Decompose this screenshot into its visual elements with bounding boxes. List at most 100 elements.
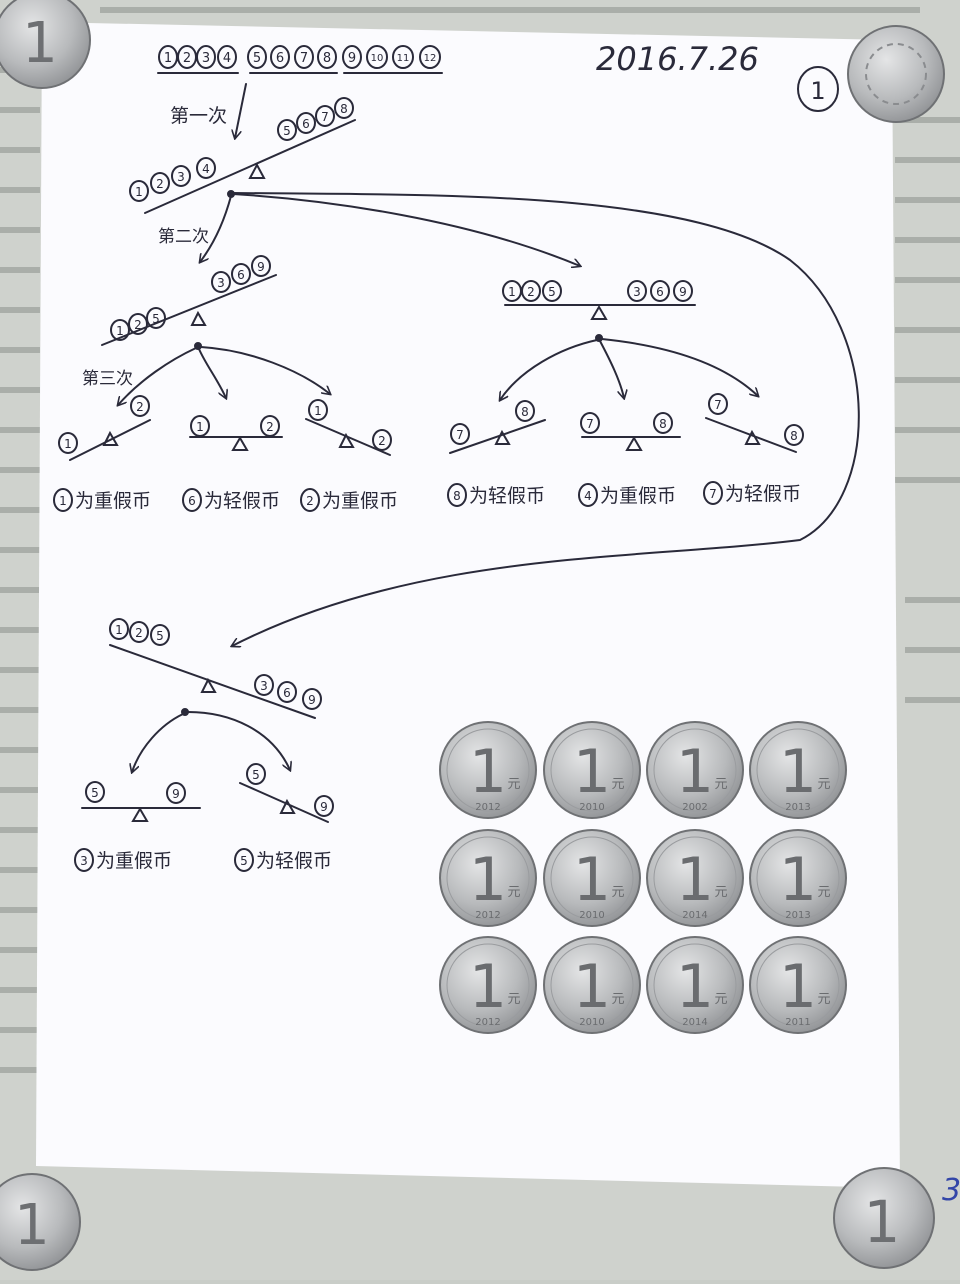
coin-number: 1 xyxy=(196,420,204,434)
coin-year: 2013 xyxy=(785,802,810,813)
coin-circle xyxy=(342,45,362,69)
coin-circle xyxy=(270,45,290,69)
coin-circle xyxy=(196,45,216,69)
corner-coin-bottom-right: 1 xyxy=(833,1167,935,1269)
coin-denomination: 1 xyxy=(573,845,611,915)
coin-body xyxy=(646,936,744,1034)
coin-number: 6 xyxy=(656,285,664,299)
coin-number: 9 xyxy=(320,800,328,814)
coin-number: 1 xyxy=(164,51,172,66)
coin-number: 9 xyxy=(308,693,316,707)
balance-fulcrum xyxy=(102,430,119,446)
trial-scale-5: 7 8 xyxy=(580,412,681,451)
trial-scale-6: 7 8 xyxy=(705,393,804,453)
coin-body xyxy=(439,829,537,927)
coin-circle xyxy=(217,45,237,69)
scale-step1: 1 2 3 4 5 6 7 8 xyxy=(129,97,356,214)
coin-number: 4 xyxy=(202,162,210,176)
coin-denomination: 1 xyxy=(469,845,507,915)
coin-year: 2010 xyxy=(579,1017,604,1028)
coin-denomination: 1 xyxy=(779,737,817,807)
coin-unit: 元 xyxy=(611,777,624,792)
coin-year: 2012 xyxy=(475,910,500,921)
corner-coin-top-left: 1 xyxy=(0,0,91,89)
result-coin: 1 xyxy=(59,494,67,508)
coin-number: 3 xyxy=(177,170,185,184)
coin-denomination: 1 xyxy=(676,952,714,1022)
corner-coin-top-right xyxy=(847,25,945,123)
coin-rim xyxy=(653,836,737,920)
coin-number: 2 xyxy=(135,626,143,640)
page-number-circle xyxy=(797,66,839,112)
coin-number: 8 xyxy=(521,405,529,419)
coin-number: 7 xyxy=(321,110,329,124)
coin-number: 6 xyxy=(302,117,310,131)
arrow-to-trial6 xyxy=(601,338,758,396)
balance-fulcrum xyxy=(231,436,249,451)
balance-fulcrum xyxy=(625,436,643,451)
coin-number: 2 xyxy=(266,420,274,434)
coin-number: 1 xyxy=(508,285,516,299)
coin-rim xyxy=(756,728,840,812)
coin-body xyxy=(543,829,641,927)
balance-beam xyxy=(69,419,151,461)
coin-number: 2 xyxy=(527,285,535,299)
arrow-to-trial4 xyxy=(500,339,598,400)
result-coin: 8 xyxy=(453,489,461,503)
scale-step2b: 1 2 5 3 6 9 xyxy=(502,280,696,320)
coin-number: 4 xyxy=(223,51,231,66)
coin-number: 1 xyxy=(116,324,124,338)
result-1: 1 为重假币 xyxy=(53,488,151,512)
coin-number: 1 xyxy=(314,404,322,418)
coin-rim xyxy=(653,943,737,1027)
result-7: 3 为重假币 xyxy=(74,848,172,872)
coin-body xyxy=(749,829,847,927)
trial-scale-4: 7 8 xyxy=(449,400,546,454)
result-coin: 2 xyxy=(306,494,314,508)
coin-denomination: 1 xyxy=(779,952,817,1022)
step-label-second: 第二次 xyxy=(158,227,209,247)
result-8: 5 为轻假币 xyxy=(234,848,332,872)
arrow-to-trial8 xyxy=(187,711,290,770)
coin-year: 2002 xyxy=(682,802,707,813)
coin-number: 8 xyxy=(340,102,348,116)
coin-denomination: 1 xyxy=(573,737,611,807)
arrow-to-step2c xyxy=(232,192,860,646)
result-4: 8 为轻假币 xyxy=(447,483,545,507)
coin-rim xyxy=(550,728,634,812)
arrow-to-trial5 xyxy=(599,340,624,398)
coin-unit: 元 xyxy=(507,777,520,792)
coin-number: 2 xyxy=(378,434,386,448)
coin-circle xyxy=(366,45,388,69)
coin-number: 6 xyxy=(276,51,284,66)
coin-body xyxy=(646,829,744,927)
coin-rim xyxy=(756,943,840,1027)
balance-fulcrum xyxy=(494,429,511,445)
coin-number: 2 xyxy=(136,400,144,414)
trial-scale-7: 5 9 xyxy=(81,781,201,822)
coin-unit: 元 xyxy=(611,992,624,1007)
coin-denomination: 1 xyxy=(864,1188,901,1256)
page-number: 1 xyxy=(810,77,825,105)
coin-denomination: 1 xyxy=(14,1193,50,1258)
coin-number: 5 xyxy=(91,786,99,800)
coin-body xyxy=(439,721,537,819)
coin-number: 3 xyxy=(633,285,641,299)
handwritten-diagram: 1 2 3 4 5 6 7 8 9 10 11 12 xyxy=(53,40,860,872)
coin-number: 8 xyxy=(659,417,667,431)
result-6: 7 为轻假币 xyxy=(703,481,801,505)
balance-beam xyxy=(449,419,546,454)
arrow-to-trial7 xyxy=(132,713,184,772)
coin-number: 2 xyxy=(183,51,191,66)
arrow-to-step1 xyxy=(235,83,247,138)
